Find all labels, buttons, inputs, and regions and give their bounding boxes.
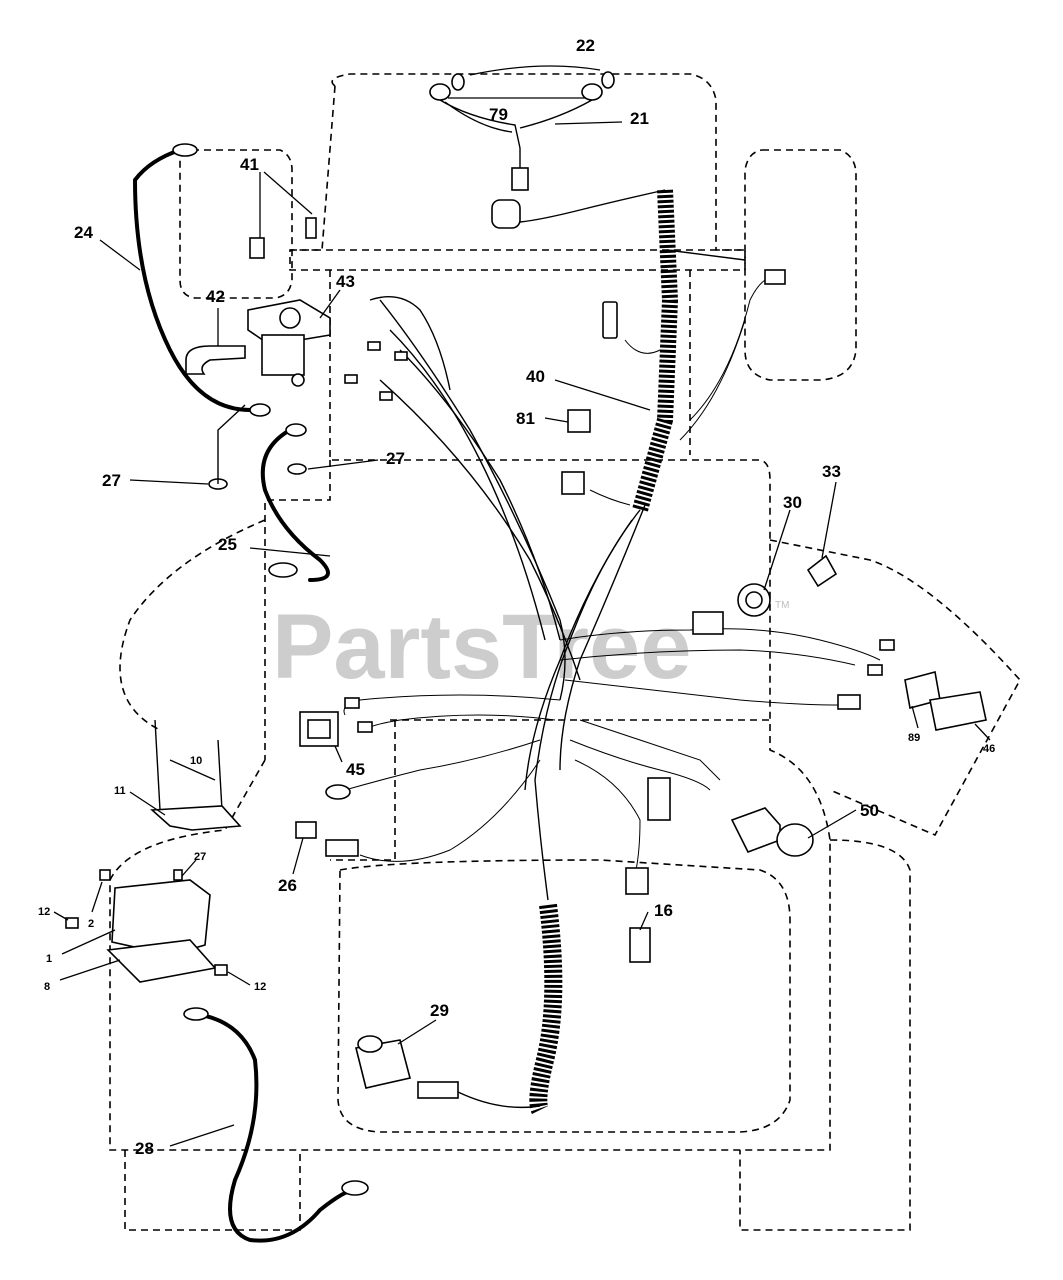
callout-28: 28	[135, 1139, 154, 1158]
callout-12-left: 12	[38, 906, 50, 918]
callout-42: 42	[206, 287, 225, 306]
tractor-outline	[109, 73, 1021, 1231]
module-29	[355, 1035, 541, 1109]
callout-10: 10	[190, 755, 202, 767]
callout-30: 30	[783, 493, 802, 512]
callout-2: 2	[88, 918, 94, 930]
watermark-tm: TM	[775, 600, 789, 611]
callout-21: 21	[630, 109, 649, 128]
battery-cables	[132, 143, 369, 1243]
callout-40: 40	[526, 367, 545, 386]
headlight-assembly	[429, 65, 623, 229]
solenoid	[247, 217, 331, 387]
callout-79: 79	[489, 105, 508, 124]
callout-29: 29	[430, 1001, 449, 1020]
callout-50: 50	[860, 801, 879, 820]
callout-24: 24	[74, 223, 93, 242]
callout-labels: 22 79 21 41 24 42 43 40 81 27 27 33 30 2…	[38, 36, 995, 1158]
callout-27-right: 27	[386, 449, 405, 468]
watermark-text: PartsTree	[272, 596, 691, 698]
callout-11: 11	[114, 785, 126, 797]
callout-1: 1	[46, 953, 52, 965]
bracket-42	[185, 345, 246, 375]
callout-12-right: 12	[254, 981, 266, 993]
connectors	[295, 269, 895, 963]
callout-27-battery: 27	[194, 851, 206, 863]
callout-22: 22	[576, 36, 595, 55]
battery-assembly	[65, 719, 242, 983]
callout-16: 16	[654, 901, 673, 920]
callout-27-left: 27	[102, 471, 121, 490]
callout-43: 43	[336, 272, 355, 291]
switches	[299, 671, 987, 857]
ignition	[737, 554, 838, 617]
callout-25: 25	[218, 535, 237, 554]
callout-26: 26	[278, 876, 297, 895]
callout-45: 45	[346, 760, 365, 779]
callout-41: 41	[240, 155, 259, 174]
callout-89: 89	[908, 732, 920, 744]
callout-33: 33	[822, 462, 841, 481]
harness-wires	[343, 277, 881, 901]
callout-46: 46	[983, 743, 995, 755]
harness-spiral	[519, 189, 746, 1115]
leader-lines	[53, 171, 991, 1147]
callout-8: 8	[44, 981, 50, 993]
watermark: PartsTree TM	[272, 596, 789, 698]
callout-81: 81	[516, 409, 535, 428]
washers	[208, 403, 307, 490]
